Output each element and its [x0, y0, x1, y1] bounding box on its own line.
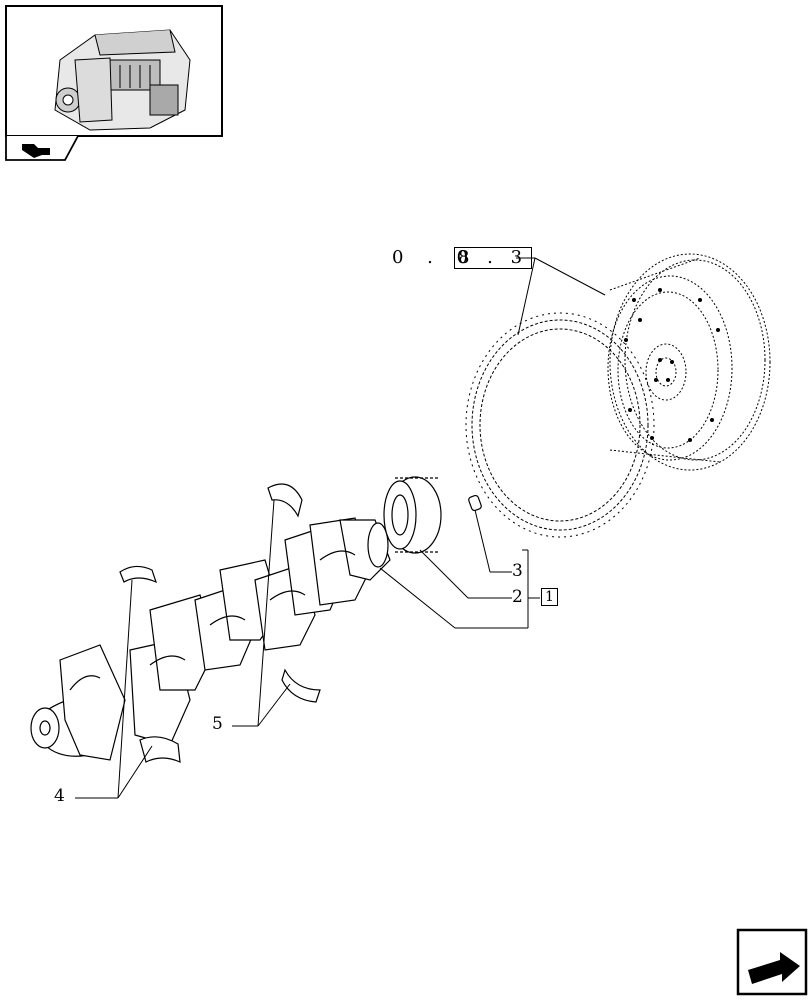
ring-gear [465, 312, 655, 538]
callout-5: 5 [212, 714, 223, 734]
flywheel-holes [624, 288, 720, 442]
callout-3: 3 [512, 561, 523, 581]
main-bearing-shells [119, 565, 181, 763]
dowel-pin [468, 494, 482, 512]
reference-boxed-label[interactable]: 8 . 3 [454, 247, 533, 269]
thrust-washers [267, 483, 321, 703]
engine-thumbnail-icon[interactable] [5, 5, 223, 137]
next-page-arrow-icon[interactable] [736, 928, 808, 996]
callout-2: 2 [512, 587, 523, 607]
crankshaft [30, 517, 391, 761]
section-arrow-icon[interactable] [5, 135, 79, 161]
leader-lines [75, 257, 606, 799]
callout-1[interactable]: 1 [541, 588, 558, 606]
flywheel [607, 253, 771, 471]
callout-4: 4 [54, 786, 65, 806]
timing-gear [383, 476, 442, 554]
reference-prefix: 0 . 0 [392, 247, 478, 268]
